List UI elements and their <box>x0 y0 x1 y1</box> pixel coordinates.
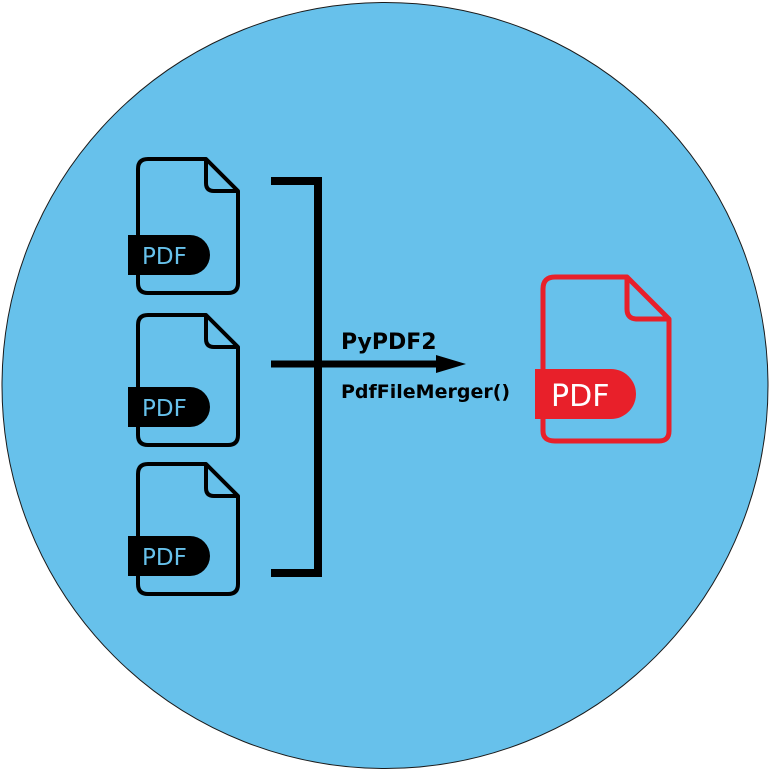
file-fold-icon <box>204 315 238 349</box>
pdf-badge <box>128 536 210 576</box>
pdf-file-icon <box>540 274 672 444</box>
merge-bracket <box>271 177 322 577</box>
input-pdf-file-3: PDF <box>128 462 240 596</box>
arrow-head-icon <box>436 355 466 373</box>
pdf-file-icon <box>136 462 240 596</box>
library-label: PyPDF2 <box>341 330 437 355</box>
input-badge-label-3: PDF <box>142 545 187 571</box>
pdf-badge <box>535 369 636 419</box>
method-label: PdfFileMerger() <box>341 381 510 403</box>
pdf-badge <box>128 235 210 275</box>
file-fold-icon <box>204 159 238 193</box>
pdf-badge <box>128 387 210 427</box>
pdf-file-icon <box>136 157 240 295</box>
output-pdf-file: PDF <box>535 274 672 444</box>
input-badge-label-1: PDF <box>142 244 187 270</box>
file-fold-icon <box>204 464 238 498</box>
output-badge-label: PDF <box>551 379 609 414</box>
pdf-file-icon <box>136 313 240 447</box>
input-badge-label-2: PDF <box>142 396 187 422</box>
file-fold-icon <box>624 277 669 322</box>
input-pdf-file-2: PDF <box>128 313 240 447</box>
input-pdf-file-1: PDF <box>128 157 240 295</box>
